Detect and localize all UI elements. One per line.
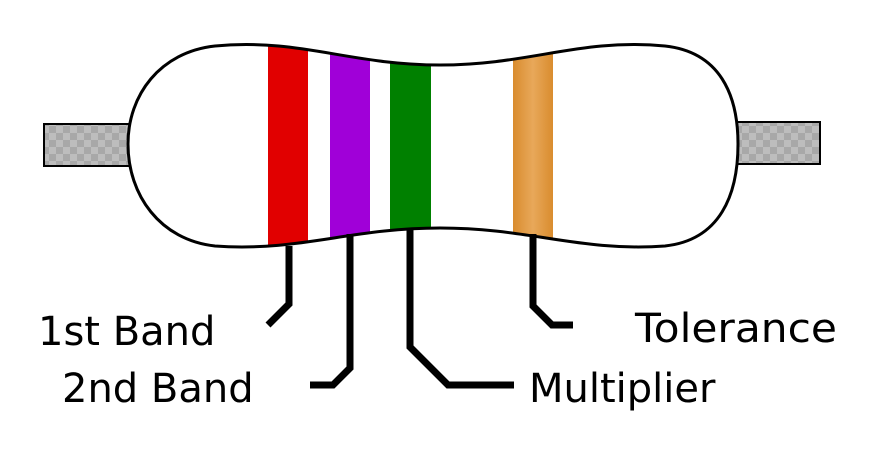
label-tolerance: Tolerance: [634, 306, 837, 352]
leader-line-band2: [310, 234, 354, 389]
leader-line-band1: [265, 246, 293, 328]
resistor-body-outline: [126, 43, 740, 249]
leader-line-multiplier: [406, 228, 514, 389]
right-lead: [733, 121, 821, 165]
leader-line-tolerance: [529, 234, 573, 329]
band-2-violet: [330, 44, 370, 247]
label-multiplier: Multiplier: [529, 366, 716, 412]
label-2nd-band: 2nd Band: [62, 366, 254, 412]
left-lead: [43, 123, 133, 167]
resistor-body: [128, 44, 738, 247]
label-1st-band: 1st Band: [38, 309, 215, 355]
multiplier-band-green: [390, 44, 431, 247]
tolerance-band-gold: [513, 44, 553, 247]
band-1-red: [268, 44, 308, 247]
